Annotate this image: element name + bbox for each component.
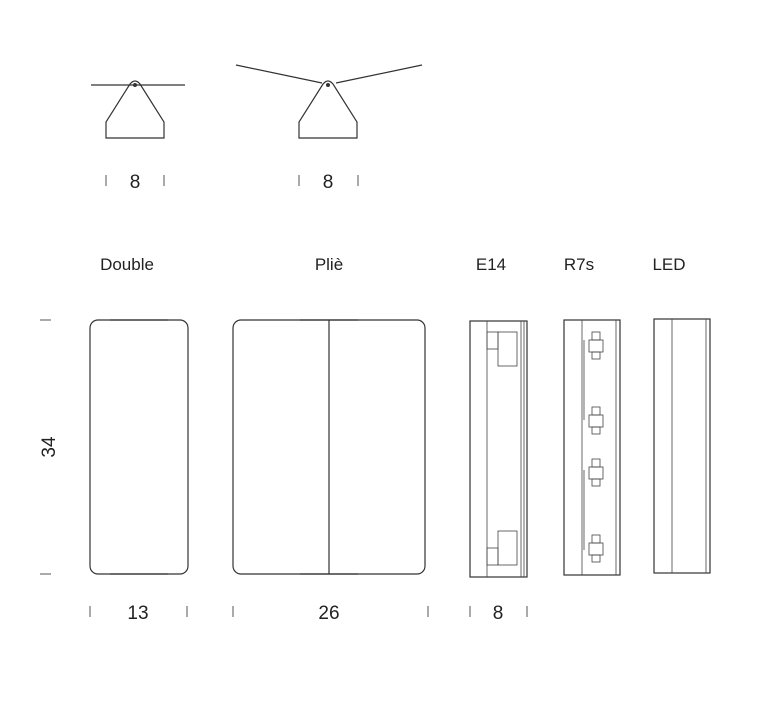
socket (588, 331, 604, 360)
label-e14: E14 (476, 255, 506, 274)
label-r7s: R7s (564, 255, 594, 274)
dim-label: 34 (39, 436, 60, 458)
dim-label: 8 (130, 172, 141, 193)
dim-label: 8 (323, 172, 334, 193)
label-double: Double (100, 255, 154, 274)
side-view-led (653, 318, 711, 574)
socket (588, 458, 604, 487)
top-dim-double: 8 (105, 172, 165, 193)
front-view-double (89, 319, 189, 575)
bottom-dim-double: 13 (89, 603, 188, 624)
dim-label: 13 (127, 603, 148, 624)
bottom-dim-plie: 26 (232, 603, 429, 624)
top-view-plie (235, 64, 423, 139)
side-view-r7s (563, 319, 621, 576)
front-view-plie (232, 319, 426, 575)
bottom-dim-depth: 8 (469, 603, 528, 624)
dim-label: 8 (493, 603, 504, 624)
dim-label: 26 (318, 603, 339, 624)
height-dimension: 34 (39, 319, 60, 575)
top-dim-plie: 8 (298, 172, 359, 193)
label-led: LED (652, 255, 685, 274)
top-view-double (91, 80, 185, 139)
socket (588, 534, 604, 563)
socket (588, 406, 604, 435)
side-view-e14 (469, 320, 528, 578)
label-plie: Pliè (315, 255, 343, 274)
